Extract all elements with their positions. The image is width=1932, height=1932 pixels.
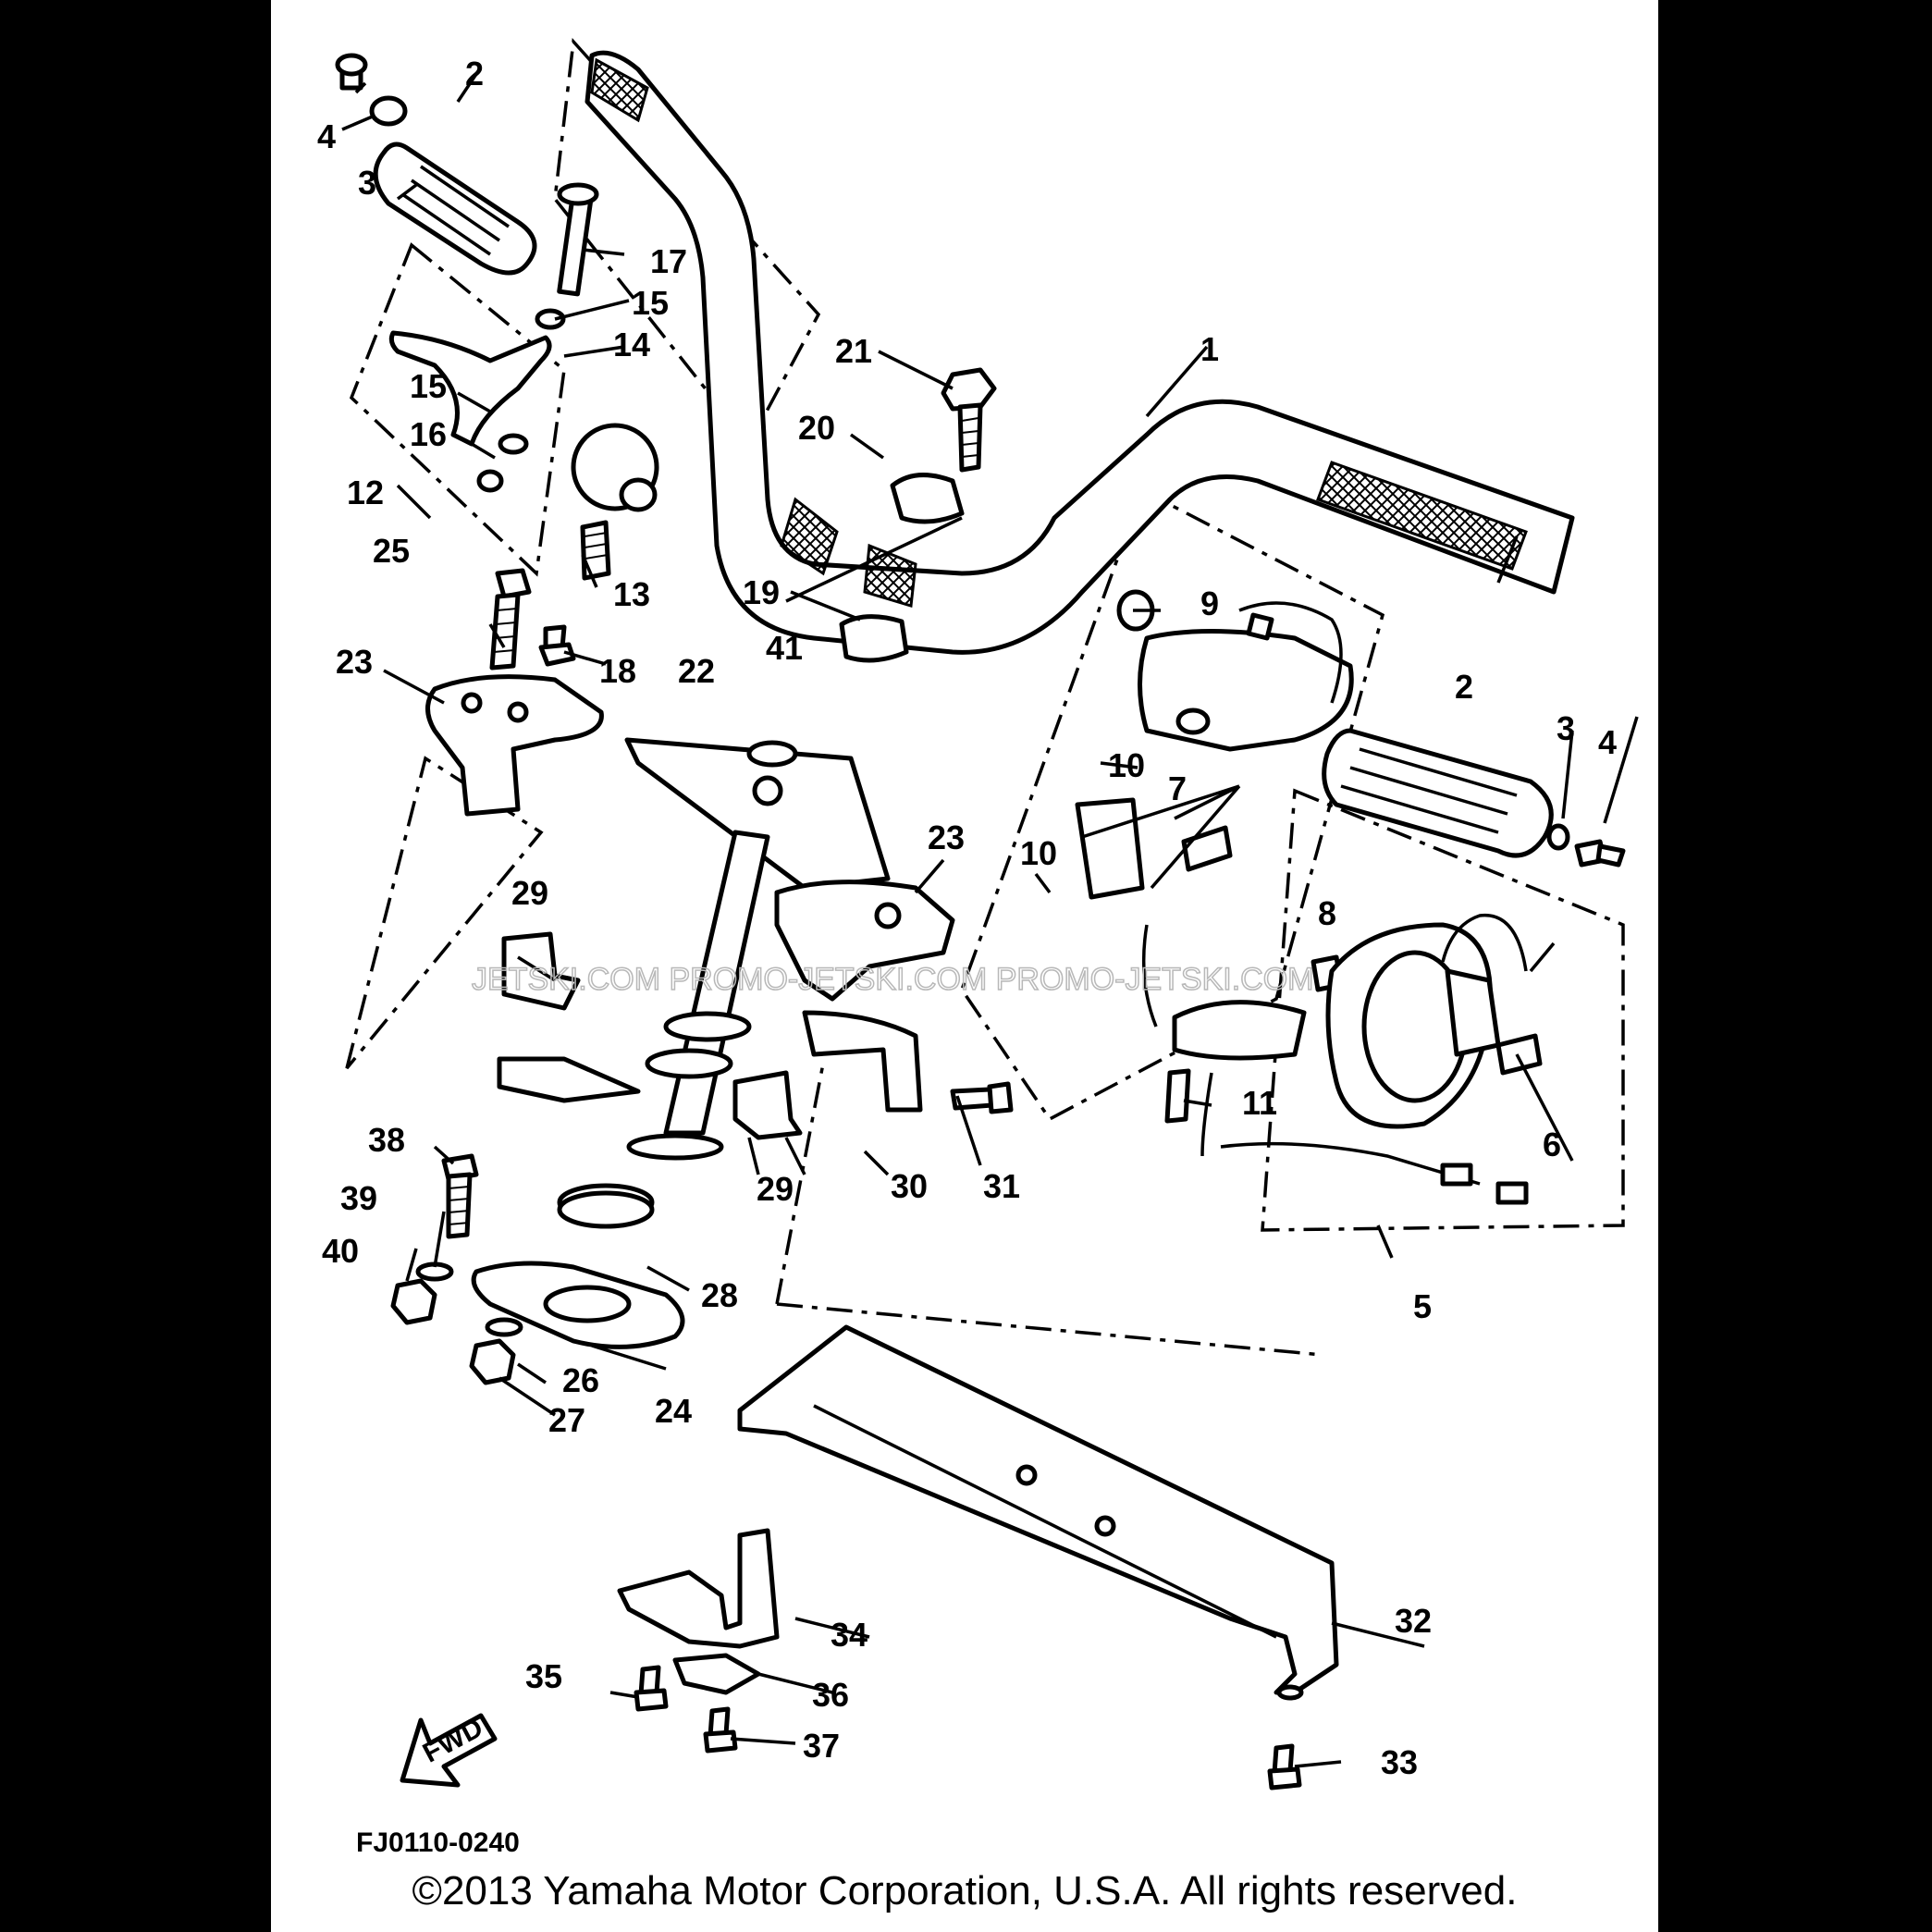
callout-11: 11 bbox=[1242, 1084, 1277, 1122]
callout-25: 25 bbox=[373, 532, 410, 570]
callout-20: 20 bbox=[798, 409, 835, 447]
callout-5: 5 bbox=[1413, 1287, 1432, 1325]
callout-32: 32 bbox=[1395, 1602, 1432, 1640]
callout-41: 41 bbox=[766, 629, 803, 667]
callout-38: 38 bbox=[368, 1121, 405, 1159]
callout-26: 26 bbox=[562, 1361, 599, 1399]
lower-hardware bbox=[390, 1153, 685, 1385]
lower-brackets bbox=[617, 1528, 1302, 1790]
watermark: JETSKI.COM PROMO-JETSKI.COM PROMO-JETSKI… bbox=[471, 961, 1314, 998]
callout-40: 40 bbox=[322, 1232, 359, 1270]
callout-3: 3 bbox=[358, 164, 376, 202]
diagram-code: FJ0110-0240 bbox=[356, 1827, 520, 1858]
callout-23: 23 bbox=[336, 643, 373, 681]
right-grip-parts bbox=[1322, 728, 1626, 868]
callout-4: 4 bbox=[317, 117, 336, 155]
handlebar bbox=[585, 50, 1575, 655]
callout-16: 16 bbox=[410, 415, 447, 453]
left-grip-parts bbox=[335, 53, 537, 276]
callout-10: 10 bbox=[1020, 834, 1057, 872]
callout-12: 12 bbox=[347, 474, 384, 511]
callout-27: 27 bbox=[548, 1401, 585, 1439]
callout-3: 3 bbox=[1557, 709, 1575, 747]
callout-7: 7 bbox=[1168, 769, 1187, 807]
callout-22: 22 bbox=[678, 652, 715, 690]
callout-6: 6 bbox=[1543, 1126, 1561, 1163]
callout-2: 2 bbox=[465, 55, 484, 92]
callout-13: 13 bbox=[613, 575, 650, 613]
callout-4: 4 bbox=[1598, 723, 1617, 761]
bolts-upper bbox=[489, 367, 997, 671]
fwd-arrow-icon: FWD bbox=[400, 1712, 498, 1788]
callout-34: 34 bbox=[831, 1616, 868, 1654]
callout-17: 17 bbox=[650, 242, 687, 280]
callout-18: 18 bbox=[599, 652, 636, 690]
callout-36: 36 bbox=[812, 1676, 849, 1714]
callout-31: 31 bbox=[983, 1167, 1020, 1205]
steering-plate-upper bbox=[425, 674, 604, 817]
callout-8: 8 bbox=[1318, 894, 1336, 932]
callout-numbers: 1 2 2 3 3 4 4 5 6 7 8 9 10 10 11 12 13 1… bbox=[317, 55, 1617, 1781]
switch-assembly bbox=[1075, 589, 1529, 1205]
steering-column bbox=[497, 737, 891, 1161]
callout-29: 29 bbox=[511, 874, 548, 912]
kill-switch-lanyard bbox=[1325, 913, 1543, 1129]
callout-15: 15 bbox=[632, 284, 669, 322]
steering-cover bbox=[737, 1324, 1339, 1701]
copyright-notice: ©2013 Yamaha Motor Corporation, U.S.A. A… bbox=[412, 1868, 1518, 1914]
svg-text:JETSKI.COM PROMO-JETSKI.COM: JETSKI.COM PROMO-JETSKI.COM PROMO-JETSKI… bbox=[472, 962, 1313, 997]
callout-15: 15 bbox=[410, 367, 447, 405]
callout-leaders bbox=[341, 73, 1639, 1768]
callout-19: 19 bbox=[743, 573, 780, 611]
callout-9: 9 bbox=[1200, 585, 1219, 622]
callout-39: 39 bbox=[340, 1179, 377, 1217]
callout-30: 30 bbox=[891, 1167, 928, 1205]
callout-2: 2 bbox=[1455, 668, 1473, 706]
callout-24: 24 bbox=[655, 1392, 692, 1430]
callout-33: 33 bbox=[1381, 1743, 1418, 1781]
callout-10: 10 bbox=[1108, 746, 1145, 784]
throttle-lever-parts bbox=[388, 182, 659, 581]
steering-plate-center bbox=[774, 880, 955, 1002]
callout-14: 14 bbox=[613, 326, 650, 363]
callout-28: 28 bbox=[701, 1276, 738, 1314]
callout-23: 23 bbox=[928, 818, 965, 856]
callout-35: 35 bbox=[525, 1657, 562, 1695]
callout-21: 21 bbox=[835, 332, 872, 370]
callout-37: 37 bbox=[803, 1727, 840, 1765]
callout-29: 29 bbox=[757, 1170, 794, 1208]
callout-1: 1 bbox=[1200, 330, 1219, 368]
